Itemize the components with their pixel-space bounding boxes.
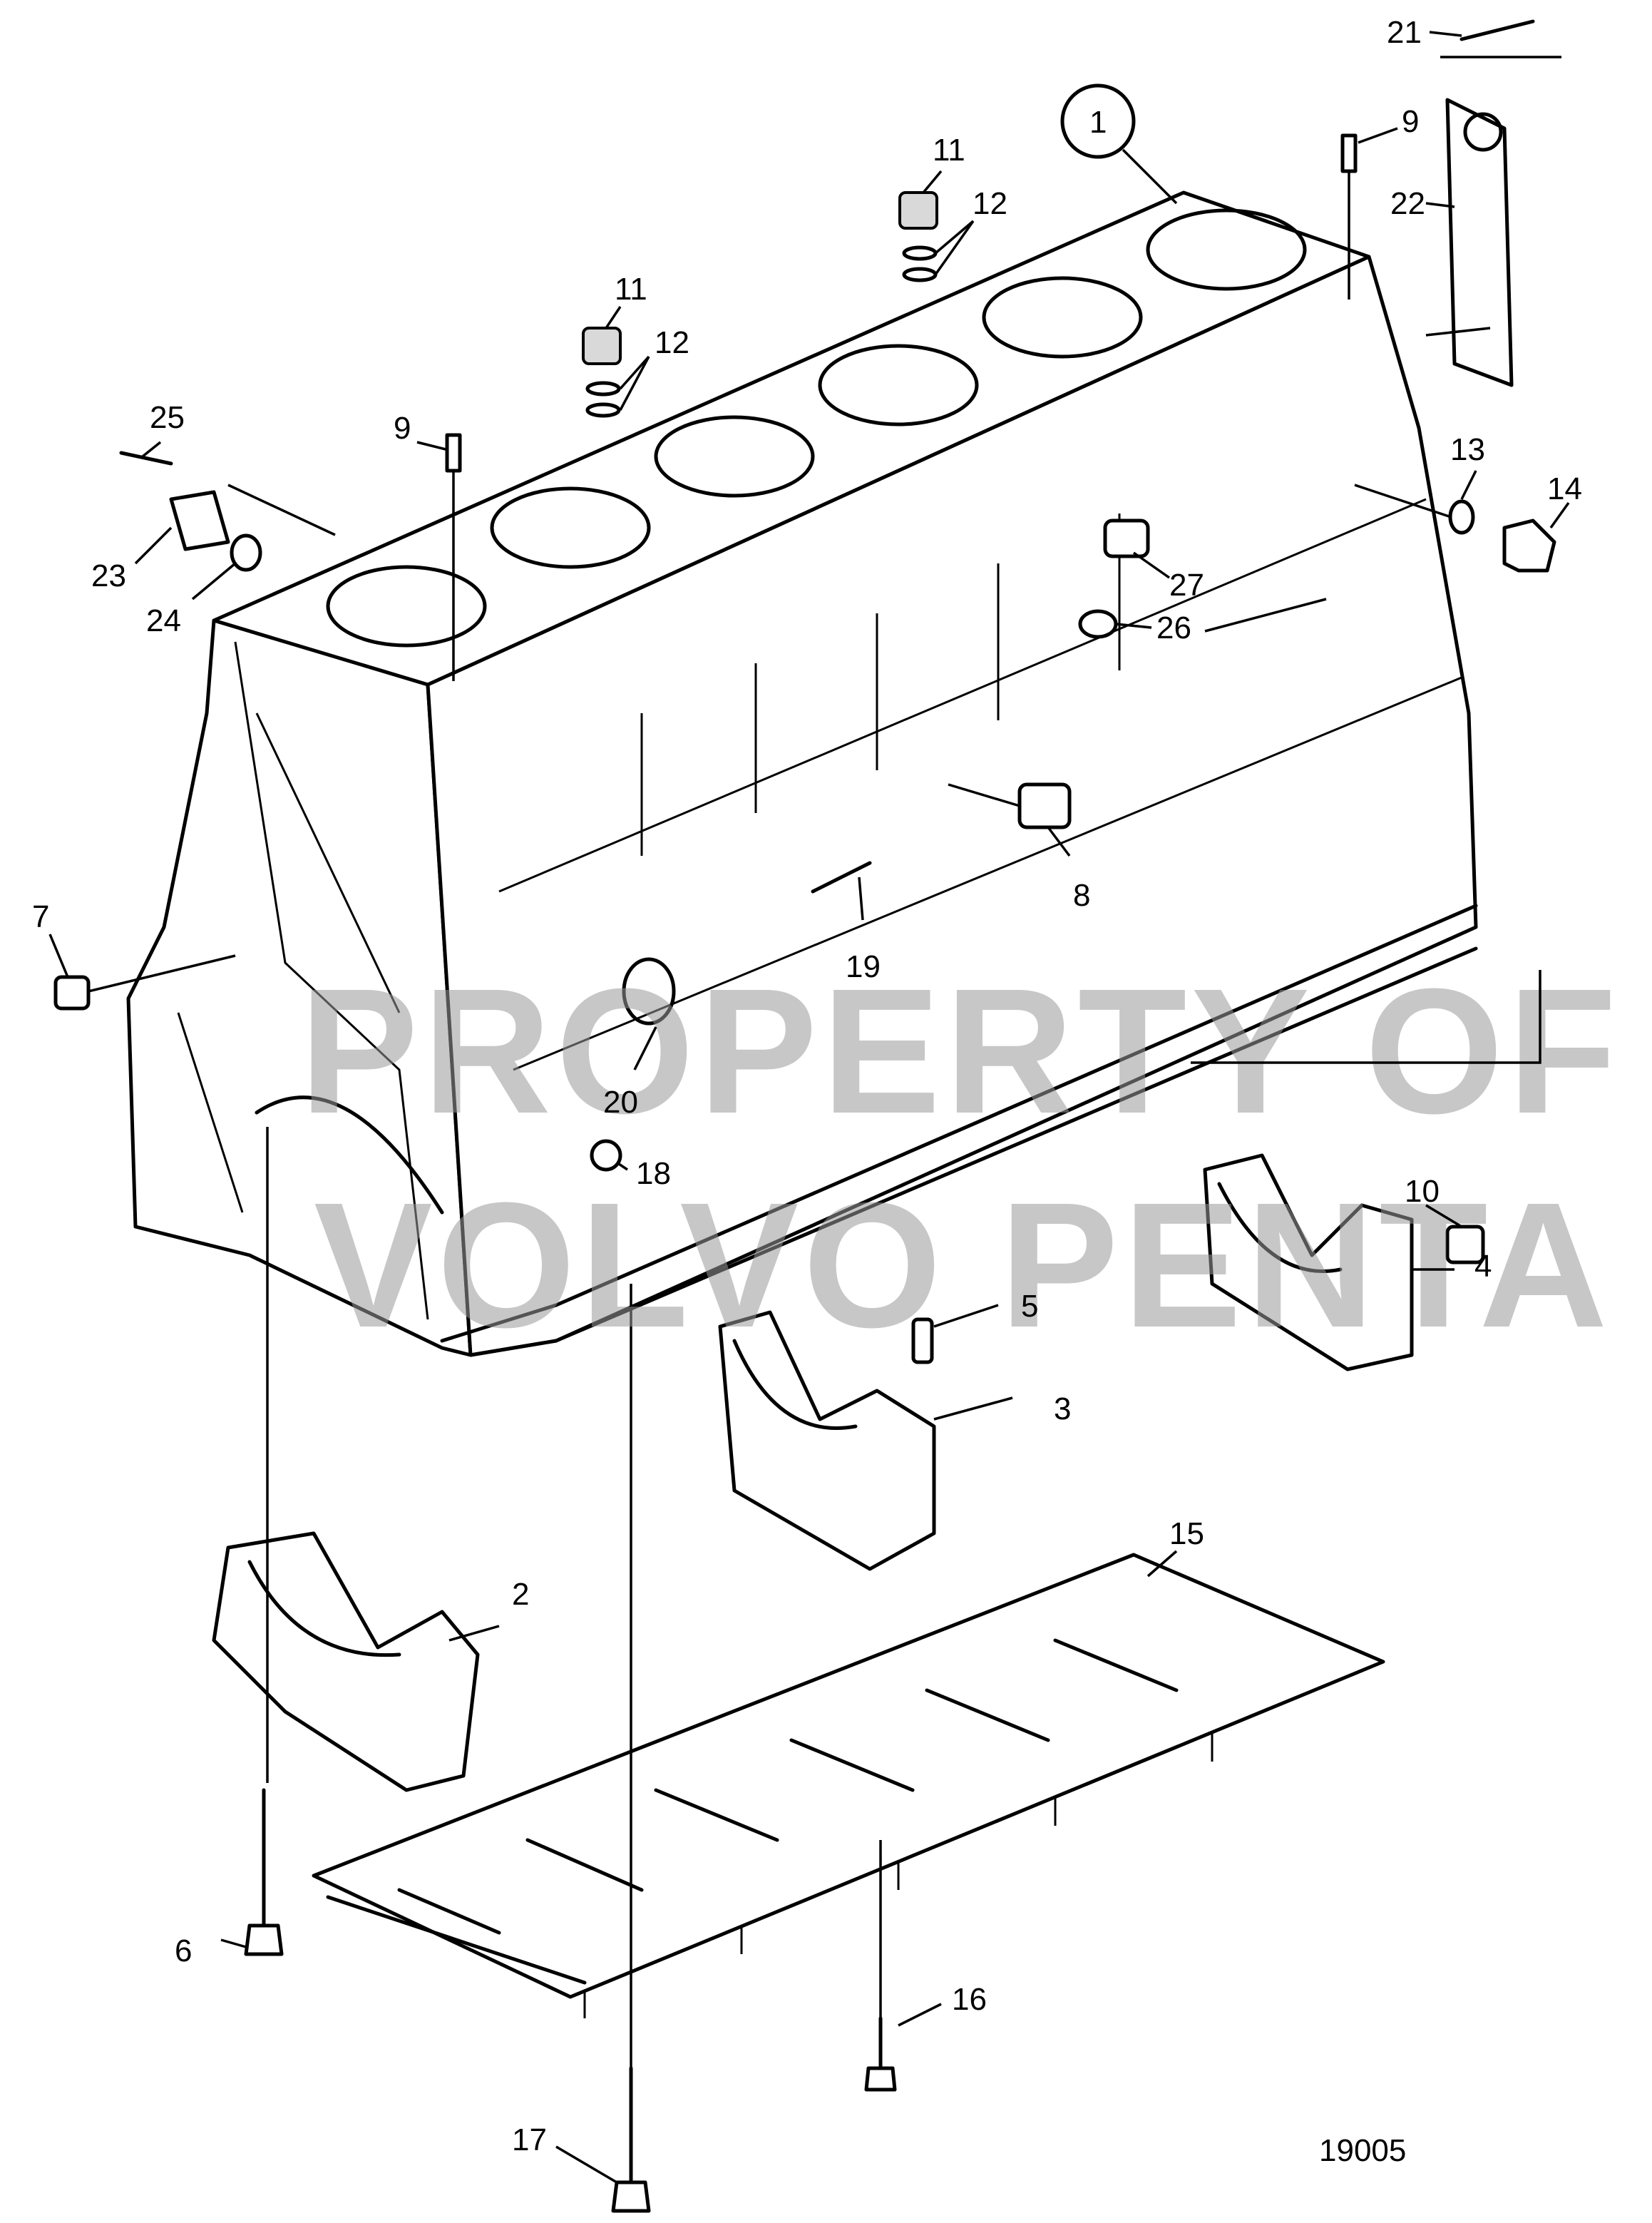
callout-24: 24 (146, 603, 181, 638)
plug-7 (53, 975, 91, 1011)
callout-5: 5 (1021, 1289, 1038, 1324)
bearing-cap-4 (1203, 1153, 1414, 1371)
bore-6 (1146, 208, 1307, 291)
bearing-cap-4-arc (1217, 1182, 1343, 1273)
callout-27: 27 (1169, 568, 1204, 603)
main-bearing-cap-rear (1203, 1153, 1414, 1371)
bore-5 (982, 276, 1143, 359)
callout-17: 17 (512, 2122, 547, 2157)
lifting-eye-bolt (1459, 19, 1535, 41)
bedplate-frame (312, 1553, 1385, 2018)
bolt-17 (611, 2066, 651, 2213)
plug-10 (1445, 1225, 1485, 1264)
bearing-cap-3 (718, 1310, 936, 1571)
callout-13: 13 (1450, 432, 1485, 467)
sensor-23 (169, 490, 230, 551)
plug-14 (1502, 518, 1556, 573)
callout-4: 4 (1474, 1249, 1492, 1284)
callout-12-left: 12 (655, 325, 689, 360)
plug-27 (1103, 518, 1150, 558)
callout-23: 23 (91, 558, 126, 593)
bore-4 (818, 344, 979, 426)
callout-26: 26 (1156, 610, 1191, 645)
cylinder-block (126, 190, 1478, 1357)
callout-8: 8 (1073, 878, 1090, 913)
bore-1 (326, 565, 487, 648)
callout-20: 20 (603, 1085, 638, 1120)
callout-9-right: 9 (1402, 104, 1419, 139)
bedplate-outline (312, 1553, 1385, 1999)
callout-7: 7 (32, 899, 49, 934)
callout-14: 14 (1547, 471, 1582, 506)
main-bearing-cap-front (212, 1531, 480, 1792)
dowel-pin-right (1340, 133, 1358, 173)
callout-3: 3 (1054, 1391, 1071, 1426)
bearing-cap-3-arc (732, 1339, 858, 1430)
dowel-5 (911, 1317, 934, 1364)
main-bearing-cap-center (718, 1310, 936, 1571)
crank-opening-arc (255, 1095, 444, 1215)
screw-25 (119, 451, 173, 466)
callout-6: 6 (175, 1933, 192, 1968)
o-ring-right-a (902, 245, 938, 261)
plug-8 (1017, 782, 1072, 829)
callout-11-right: 11 (933, 133, 965, 168)
block-side-ribs (498, 498, 1462, 1071)
watermark: PROPERTY OF VOLVO PENTA (299, 951, 1621, 1364)
callout-12-right: 12 (973, 186, 1007, 221)
block-lower-flange (440, 904, 1478, 1357)
bedplate-webs (326, 1638, 1179, 1985)
callout-2: 2 (512, 1577, 529, 1612)
watermark-line-2: VOLVO PENTA (314, 1165, 1612, 1364)
bolt-6 (244, 1788, 284, 1956)
seal-20 (622, 957, 676, 1026)
bearing-cap-2-arc (247, 1560, 401, 1657)
o-ring-right-b (902, 267, 938, 282)
plug-left (582, 327, 622, 365)
plug-right (898, 191, 938, 230)
bearing-cap-2 (212, 1531, 480, 1792)
callout-1-circle (1060, 83, 1136, 159)
callout-1: 1 (1089, 105, 1107, 140)
bore-2 (490, 486, 651, 569)
callout-25: 25 (150, 400, 185, 435)
callout-19: 19 (846, 949, 881, 984)
callout-10: 10 (1405, 1174, 1440, 1209)
lifting-eye (1445, 98, 1514, 387)
o-ring-left-b (585, 402, 621, 418)
dowel-pin-left (445, 433, 462, 473)
o-ring-24 (230, 533, 262, 572)
callout-16: 16 (952, 1982, 987, 2017)
item-18 (590, 1139, 622, 1172)
bolt-19 (811, 861, 872, 894)
cylinder-bores (326, 208, 1307, 648)
callout-21: 21 (1387, 15, 1422, 50)
bore-3 (654, 415, 815, 498)
sealing-washer-13 (1448, 499, 1475, 535)
callout-11-left: 11 (615, 272, 647, 307)
lifting-eye-hole (1463, 112, 1503, 152)
bolt-16 (864, 2016, 897, 2092)
callout-9-left: 9 (394, 411, 411, 446)
callout-18: 18 (636, 1156, 671, 1191)
o-ring-left-a (585, 381, 621, 397)
callout-15: 15 (1169, 1516, 1204, 1551)
drawing-number: 19005 (1319, 2133, 1406, 2168)
watermark-line-1: PROPERTY OF (299, 951, 1621, 1150)
block-front-details (177, 641, 429, 1320)
bedplate-bolt-bosses (583, 1733, 1214, 2018)
callouts: 1 2 3 4 5 6 7 8 9 9 10 11 11 12 12 (32, 15, 1582, 2184)
callout-22: 22 (1390, 186, 1425, 221)
